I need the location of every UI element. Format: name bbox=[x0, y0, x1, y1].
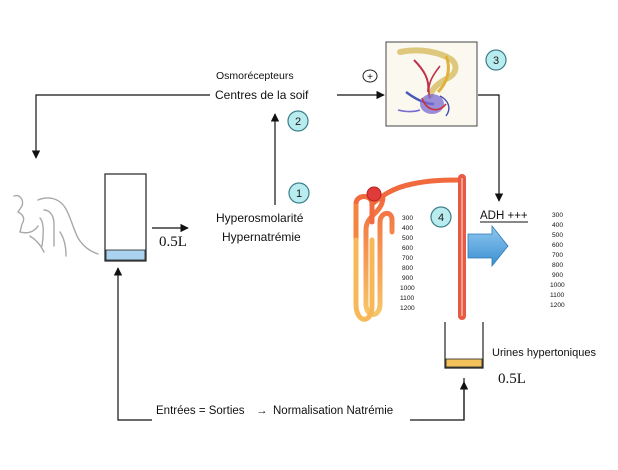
urine-level bbox=[445, 358, 483, 368]
bottom-feedback-line-right bbox=[420, 378, 465, 421]
normalisation-label: Normalisation Natrémie bbox=[273, 405, 393, 417]
balance-arrow-symbol: → bbox=[256, 405, 268, 417]
step-badge-4: 4 bbox=[430, 206, 452, 228]
pituitary-illustration bbox=[385, 41, 478, 127]
osmolarity-right-2: 500 bbox=[552, 232, 563, 239]
osmolarity-right-1: 400 bbox=[552, 222, 563, 229]
plus-sign-indicator: + bbox=[362, 69, 378, 83]
hypernatremia-label: Hypernatrémie bbox=[222, 230, 301, 244]
osmolarity-scale-right: 300 400 500 600 700 800 900 1000 1100 12… bbox=[550, 212, 565, 309]
nephron-illustration bbox=[353, 174, 466, 322]
osmolarity-right-3: 600 bbox=[552, 242, 563, 249]
step-badge-2: 2 bbox=[287, 110, 309, 132]
osmolarity-right-7: 1000 bbox=[550, 282, 565, 289]
head-sketch-illustration bbox=[13, 194, 99, 257]
left-fluid-container bbox=[104, 173, 147, 262]
balance-label: Entrées = Sorties bbox=[156, 405, 245, 417]
osmolarity-left-7: 1000 bbox=[400, 285, 415, 292]
left-volume-label: 0.5L bbox=[159, 234, 187, 250]
osmolarity-right-4: 700 bbox=[552, 252, 563, 259]
adh-label: ADH +++ bbox=[480, 210, 528, 222]
water-reabsorption-arrow bbox=[467, 224, 509, 268]
osmolarity-right-0: 300 bbox=[552, 212, 563, 219]
osmolarity-left-3: 600 bbox=[402, 245, 413, 252]
urine-label: Urines hypertoniques bbox=[492, 347, 596, 359]
osmolarity-left-2: 500 bbox=[402, 235, 413, 242]
osmolarity-left-8: 1100 bbox=[400, 295, 415, 302]
hyperosmolarity-label: Hyperosmolarité bbox=[216, 211, 304, 225]
svg-text:3: 3 bbox=[493, 55, 499, 67]
osmolarity-right-9: 1200 bbox=[550, 302, 565, 309]
osmolarity-right-5: 800 bbox=[552, 262, 563, 269]
svg-text:1: 1 bbox=[296, 188, 302, 200]
osmolarity-left-1: 400 bbox=[402, 225, 413, 232]
osmoreceptors-label: Osmorécepteurs bbox=[216, 70, 294, 82]
osmolarity-right-8: 1100 bbox=[550, 292, 565, 299]
arrow-thirst-to-drinking bbox=[31, 94, 210, 159]
osmolarity-left-9: 1200 bbox=[400, 305, 415, 312]
osmolarity-right-6: 900 bbox=[552, 272, 563, 279]
osmolarity-left-4: 700 bbox=[402, 255, 413, 262]
bottom-feedback-line-left bbox=[113, 267, 152, 421]
step-badge-3: 3 bbox=[485, 49, 507, 71]
urine-container bbox=[444, 322, 484, 369]
step-badge-1: 1 bbox=[288, 182, 310, 204]
thirst-centres-label: Centres de la soif bbox=[215, 88, 309, 102]
osmolarity-left-6: 900 bbox=[402, 275, 413, 282]
svg-text:+: + bbox=[367, 72, 373, 83]
osmolarity-left-5: 800 bbox=[402, 265, 413, 272]
osmolarity-scale-left: 300 400 500 600 700 800 900 1000 1100 12… bbox=[400, 215, 415, 312]
svg-text:2: 2 bbox=[295, 116, 301, 128]
svg-text:4: 4 bbox=[438, 212, 444, 224]
right-volume-label: 0.5L bbox=[498, 371, 526, 387]
osmolarity-left-0: 300 bbox=[402, 215, 413, 222]
glomerulus bbox=[366, 186, 382, 202]
arrow-pituitary-to-adh bbox=[478, 94, 504, 202]
left-water-level bbox=[105, 249, 146, 261]
